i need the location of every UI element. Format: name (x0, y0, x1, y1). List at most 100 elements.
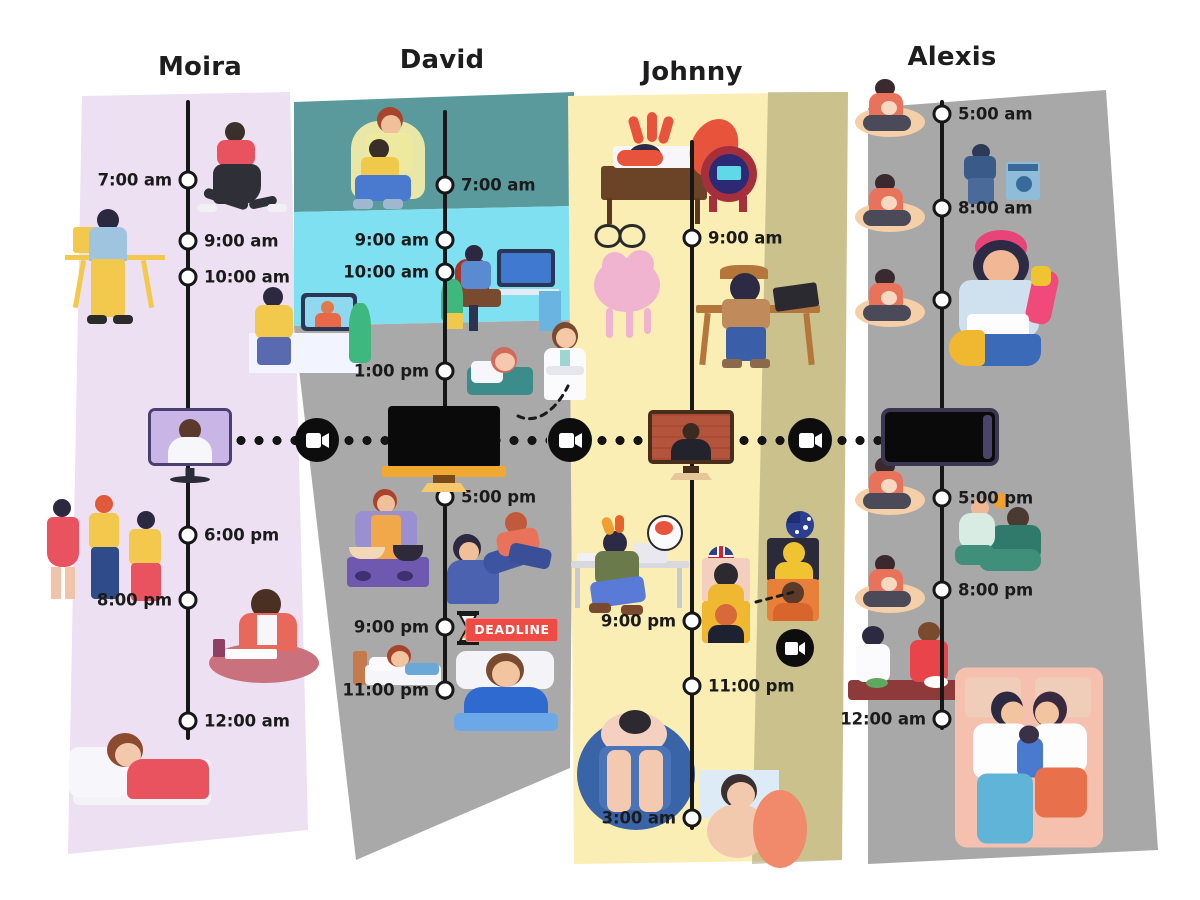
timeline-label-alexis-1: 8:00 am (958, 198, 1033, 218)
camera-glyph (558, 432, 582, 448)
illustration-breastfeeding-baby (851, 79, 929, 141)
timeline-node-alexis-4[interactable] (932, 580, 952, 600)
timeline-label-johnny-3: 3:00 am (601, 808, 677, 828)
illustration-dancing-with-friends (45, 495, 185, 615)
timeline-node-moira-2[interactable] (178, 267, 198, 287)
timeline-label-david-0: 7:00 am (461, 175, 536, 195)
column-title-alexis: Alexis (907, 42, 997, 72)
column-title-david: David (399, 45, 485, 75)
timeline-node-johnny-0[interactable] (682, 228, 702, 248)
camera-glyph (305, 432, 329, 448)
timeline-node-moira-3[interactable] (178, 525, 198, 545)
timeline-label-alexis-4: 8:00 pm (958, 580, 1034, 600)
timeline-label-alexis-3: 5:00 pm (958, 488, 1034, 508)
illustration-tired-awake-in-bed (695, 770, 825, 870)
illustration-sleeping (65, 715, 215, 815)
illustration-breastfeeding-baby (851, 457, 929, 519)
illustration-working-at-desk (690, 265, 830, 375)
illustration-playing-with-kid (447, 508, 557, 608)
illustration-going-to-bed (353, 635, 443, 689)
deadline-badge: DEADLINE (465, 618, 559, 642)
call-connector-badge3-alexis (833, 436, 881, 445)
illustration-sleeping-in-bed (450, 645, 560, 735)
illustration-studying-at-low-table (195, 585, 325, 695)
call-tile-3 (767, 538, 819, 582)
timeline-node-david-2[interactable] (435, 262, 455, 282)
illustration-laptop-work-standing-desk (47, 205, 177, 335)
timeline-node-moira-1[interactable] (178, 231, 198, 251)
timeline-label-alexis-0: 5:00 am (958, 104, 1033, 124)
illustration-child-sick-doctor-visit (465, 341, 535, 399)
call-tile-1 (702, 558, 750, 602)
illustration-desk-work-with-monitor (435, 235, 565, 345)
illustration-father-holding-child (337, 105, 447, 225)
timeline-node-johnny-3[interactable] (682, 808, 702, 828)
illustration-folding-laundry-with-baby (945, 230, 1065, 380)
illustration-video-call-from-home-desk (245, 265, 375, 375)
screen-moira-desktop-monitor[interactable] (148, 408, 232, 483)
illustration-family-dinner (848, 622, 968, 708)
timeline-node-david-6[interactable] (435, 680, 455, 700)
timeline-label-david-1: 9:00 am (354, 230, 430, 250)
monitor-foot (170, 476, 210, 483)
timeline-node-david-0[interactable] (435, 175, 455, 195)
video-camera-icon-1[interactable] (295, 418, 339, 462)
monitor-stand (683, 466, 699, 475)
timeline-node-alexis-0[interactable] (932, 104, 952, 124)
timeline-node-alexis-1[interactable] (932, 198, 952, 218)
timeline-node-david-1[interactable] (435, 230, 455, 250)
column-title-johnny: Johnny (641, 57, 743, 87)
illustration-breastfeeding-baby (851, 269, 929, 331)
timeline-label-david-4: 5:00 pm (461, 487, 537, 507)
timeline-label-david-5: 9:00 pm (353, 617, 429, 637)
timeline-node-moira-5[interactable] (178, 711, 198, 731)
call-connector-badge1-david (340, 436, 402, 445)
screen-alexis-tablet[interactable] (881, 408, 999, 466)
illustration-overloaded-brain (588, 224, 668, 350)
illustration-burnout-at-desk (567, 515, 697, 625)
timeline-axis-johnny (690, 140, 694, 830)
timeline-node-johnny-1[interactable] (682, 611, 702, 631)
illustration-cooking (335, 485, 445, 595)
screen-johnny-desktop-monitor[interactable] (648, 410, 734, 480)
illustration-breastfeeding-baby (851, 174, 929, 236)
illustration-insomnia-staring-at-ceiling (573, 710, 703, 830)
timeline-label-moira-2: 10:00 am (204, 267, 290, 287)
call-connector-johnny-badge3 (735, 436, 787, 445)
video-camera-icon-3[interactable] (788, 418, 832, 462)
timeline-node-david-3[interactable] (435, 361, 455, 381)
illustration-oversleeping-alarm-clock (595, 110, 765, 230)
timeline-label-johnny-2: 11:00 pm (708, 676, 795, 696)
call-connector-david-badge2 (487, 436, 547, 445)
illustration-doctor (538, 322, 594, 408)
timeline-label-alexis-5: 12:00 am (840, 709, 926, 729)
timeline-node-johnny-2[interactable] (682, 676, 702, 696)
column-title-moira: Moira (157, 52, 242, 82)
timeline-label-moira-0: 7:00 am (97, 170, 173, 190)
illustration-playing-with-baby (945, 493, 1055, 583)
timeline-node-alexis-2[interactable] (932, 290, 952, 310)
timeline-label-david-2: 10:00 am (343, 262, 429, 282)
illustration-family-sleeping-in-bed (955, 667, 1105, 853)
illustration-doing-laundry (960, 144, 1040, 206)
timeline-node-moira-0[interactable] (178, 170, 198, 190)
timeline-label-david-6: 11:00 pm (342, 680, 430, 700)
timeline-node-alexis-3[interactable] (932, 488, 952, 508)
monitor-foot (670, 473, 712, 480)
timeline-label-moira-5: 12:00 am (204, 711, 290, 731)
camera-glyph (798, 432, 822, 448)
camera-glyph (785, 641, 805, 655)
timeline-label-johnny-1: 9:00 pm (600, 611, 676, 631)
timeline-label-moira-3: 6:00 pm (204, 525, 280, 545)
monitor-stand (185, 468, 195, 479)
illustration-breastfeeding-baby (851, 555, 929, 617)
video-camera-icon-2[interactable] (548, 418, 592, 462)
screen-david-television[interactable] (382, 406, 506, 492)
timeline-label-david-3: 1:00 pm (353, 361, 429, 381)
timeline-node-alexis-5[interactable] (932, 709, 952, 729)
call-connector-badge2-johnny (593, 436, 647, 445)
timeline-node-moira-4[interactable] (178, 590, 198, 610)
timeline-node-david-5[interactable] (435, 617, 455, 637)
call-tile-2 (702, 601, 750, 643)
